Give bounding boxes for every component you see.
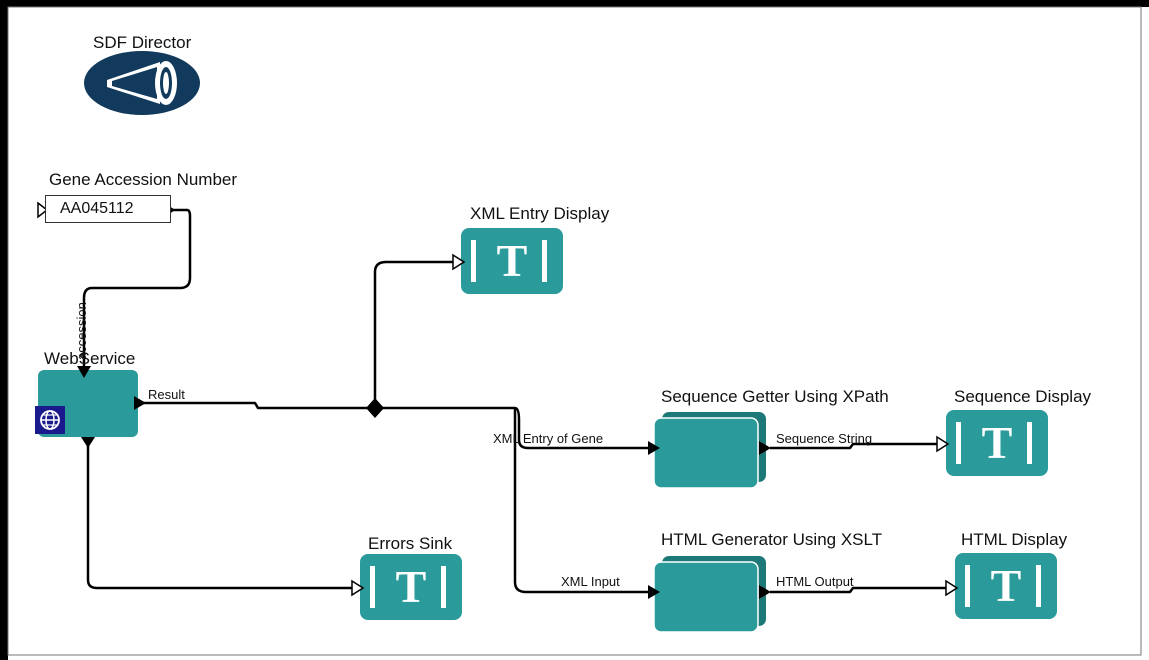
xml-entry-display-actor[interactable] xyxy=(452,228,563,294)
errors-sink-label: Errors Sink xyxy=(368,534,453,553)
relation-diamond xyxy=(366,398,384,418)
parameter-value-box[interactable]: AA045112 xyxy=(45,195,171,223)
webservice-actor[interactable] xyxy=(35,366,146,448)
sequence-display-actor[interactable] xyxy=(936,410,1048,476)
html-display-label: HTML Display xyxy=(961,530,1068,549)
html-generator-label: HTML Generator Using XSLT xyxy=(661,530,883,549)
wires xyxy=(82,208,955,594)
sequence-getter-input-port-label: XML Entry of Gene xyxy=(493,431,604,446)
director-label: SDF Director xyxy=(93,33,192,52)
sdf-director[interactable] xyxy=(84,51,200,115)
webservice-label: WebService xyxy=(44,349,136,368)
parameter-label: Gene Accession Number xyxy=(49,170,238,189)
html-generator-input-port-label: XML Input xyxy=(561,574,620,589)
html-generator-actor[interactable] xyxy=(648,556,771,633)
left-frame xyxy=(0,0,8,660)
html-display-glyph: T xyxy=(990,560,1022,611)
errors-sink-glyph: T xyxy=(395,561,427,612)
canvas-border xyxy=(7,6,1142,656)
sequence-display-glyph: T xyxy=(981,417,1013,468)
webservice-error-port xyxy=(81,437,95,448)
sequence-getter-output-port-label: Sequence String xyxy=(776,431,873,446)
webservice-output-port xyxy=(134,396,146,410)
param-input-port xyxy=(37,201,49,219)
html-display-actor[interactable] xyxy=(945,553,1057,619)
webservice-input-port xyxy=(77,366,91,378)
sequence-getter-label: Sequence Getter Using XPath xyxy=(661,387,889,406)
xml-entry-display-glyph: T xyxy=(496,235,528,286)
sequence-display-label: Sequence Display xyxy=(954,387,1092,406)
top-frame xyxy=(0,0,1149,7)
xml-entry-display-label: XML Entry Display xyxy=(470,204,610,223)
sequence-getter-actor[interactable] xyxy=(648,412,771,489)
html-generator-output-port-label: HTML Output xyxy=(776,574,854,589)
errors-sink-actor[interactable] xyxy=(351,554,462,620)
webservice-output-port-label: Result xyxy=(148,387,185,402)
